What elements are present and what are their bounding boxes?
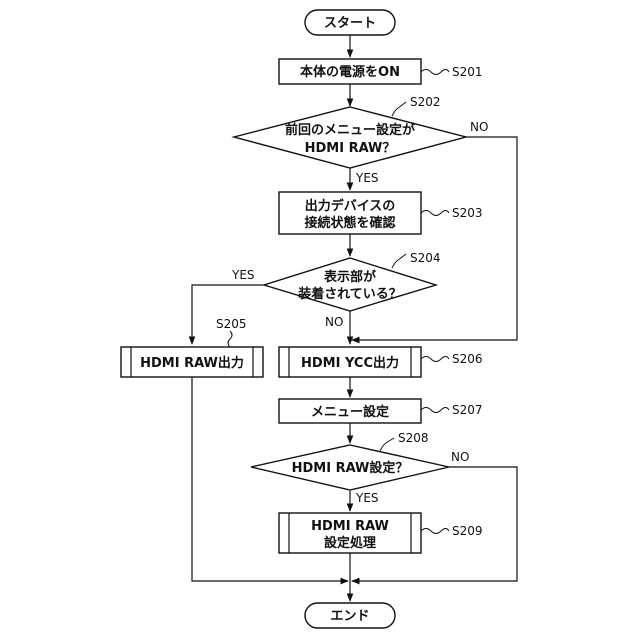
start-terminator: スタート bbox=[305, 10, 395, 35]
branch-menu-no: NO bbox=[470, 120, 488, 134]
hdmi-ycc-output-box: HDMI YCC出力 bbox=[279, 347, 421, 377]
end-label: エンド bbox=[330, 609, 369, 624]
leader-s207 bbox=[421, 408, 449, 413]
step-s206: S206 bbox=[452, 352, 483, 366]
branch-menu-yes: YES bbox=[355, 171, 379, 185]
start-label: スタート bbox=[324, 16, 376, 31]
decision-menu-line2: HDMI RAW？ bbox=[305, 141, 396, 156]
arrow-decision-menu-no bbox=[352, 137, 517, 340]
branch-raw-yes: YES bbox=[355, 491, 379, 505]
decision-raw-setting-label: HDMI RAW設定？ bbox=[292, 460, 409, 476]
step-s208: S208 bbox=[398, 431, 429, 445]
decision-display-line1: 表示部が bbox=[323, 269, 376, 285]
branch-raw-no: NO bbox=[451, 450, 469, 464]
power-on-box: 本体の電源をON bbox=[279, 59, 421, 84]
leader-s204 bbox=[392, 254, 406, 268]
step-s204: S204 bbox=[410, 251, 441, 265]
step-s209: S209 bbox=[452, 524, 483, 538]
arrow-decision-display-yes bbox=[192, 285, 264, 344]
end-terminator: エンド bbox=[305, 603, 395, 628]
branch-display-yes: YES bbox=[231, 268, 255, 282]
step-s205: S205 bbox=[216, 317, 247, 331]
raw-setting-process-line1: HDMI RAW bbox=[311, 519, 389, 534]
leader-s208 bbox=[380, 438, 394, 451]
decision-raw-setting-diamond: HDMI RAW設定？ bbox=[251, 445, 449, 490]
menu-setting-label: メニュー設定 bbox=[311, 404, 389, 420]
step-s201: S201 bbox=[452, 65, 483, 79]
decision-display-diamond: 表示部が 装着されている？ bbox=[264, 258, 436, 311]
check-connection-line2: 接続状態を確認 bbox=[304, 215, 395, 231]
power-on-label: 本体の電源をON bbox=[300, 64, 400, 80]
raw-setting-process-line2: 設定処理 bbox=[324, 535, 376, 551]
decision-display-line2: 装着されている？ bbox=[297, 286, 402, 302]
check-connection-box: 出力デバイスの 接続状態を確認 bbox=[279, 192, 421, 234]
branch-display-no: NO bbox=[325, 315, 343, 329]
hdmi-ycc-output-label: HDMI YCC出力 bbox=[301, 355, 399, 371]
leader-s203 bbox=[421, 211, 449, 216]
leader-s209 bbox=[421, 529, 449, 534]
step-s203: S203 bbox=[452, 206, 483, 220]
hdmi-raw-output-label: HDMI RAW出力 bbox=[140, 355, 244, 371]
step-s207: S207 bbox=[452, 403, 483, 417]
leader-s205 bbox=[228, 331, 232, 347]
menu-setting-box: メニュー設定 bbox=[279, 399, 421, 423]
check-connection-line1: 出力デバイスの bbox=[305, 198, 396, 214]
step-s202: S202 bbox=[410, 95, 441, 109]
leader-s202 bbox=[392, 102, 406, 116]
raw-setting-process-box: HDMI RAW 設定処理 bbox=[279, 513, 421, 553]
leader-s201 bbox=[421, 70, 449, 75]
decision-menu-line1: 前回のメニュー設定が bbox=[285, 122, 415, 138]
leader-s206 bbox=[421, 357, 449, 362]
hdmi-raw-output-box: HDMI RAW出力 bbox=[121, 347, 263, 377]
decision-menu-diamond: 前回のメニュー設定が HDMI RAW？ bbox=[234, 107, 466, 168]
